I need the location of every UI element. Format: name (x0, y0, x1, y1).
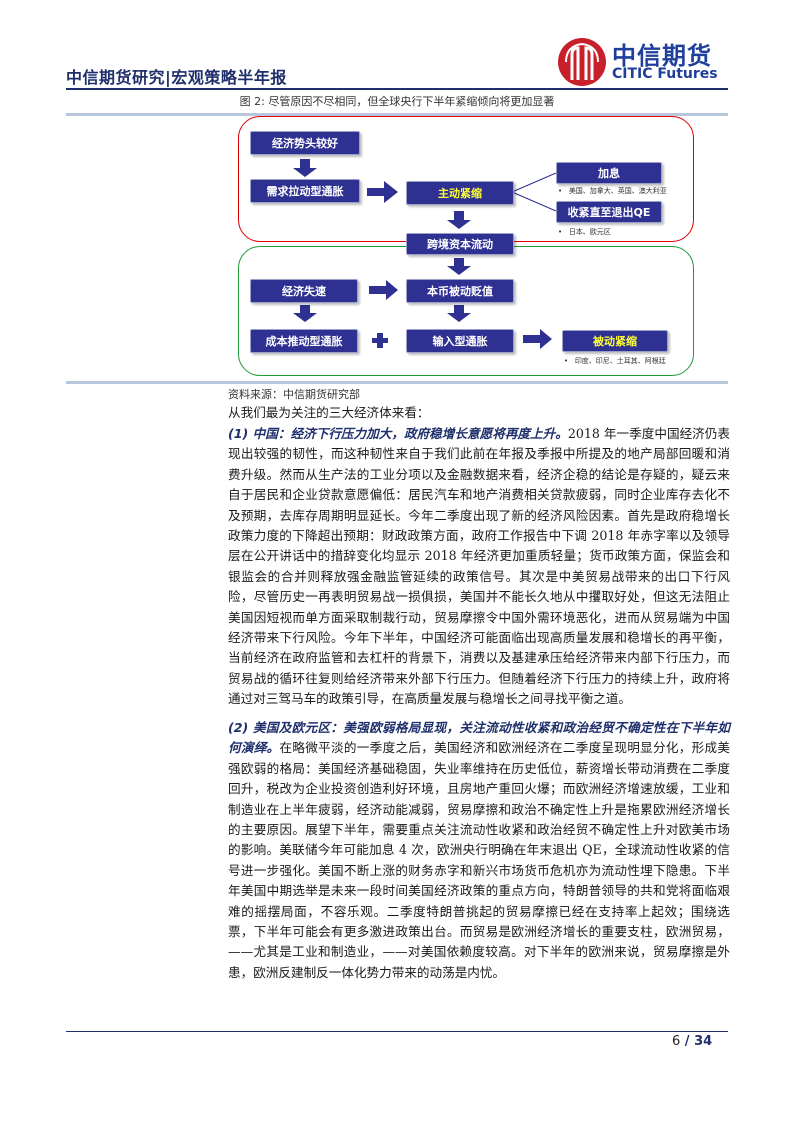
node-imported-inflation: 输入型通胀 (406, 329, 514, 353)
page-current: 6 (672, 1034, 681, 1049)
section-us-eurozone: (2) 美国及欧元区：美强欧弱格局显现，关注流动性收紧和政治经贸不确定性在下半年… (228, 718, 730, 983)
page-total: 34 (694, 1034, 713, 1049)
node-demand-pull-inflation: 需求拉动型通胀 (250, 179, 360, 203)
node-cross-border-capital: 跨境资本流动 (406, 233, 514, 255)
section-us-eurozone-text: 在略微平淡的一季度之后，美国经济和欧洲经济在二季度呈现明显分化，形成美强欧弱的格… (228, 740, 731, 980)
section-china-text: 2018 年一季度中国经济仍表现出较强的韧性，而这种韧性来自于我们此前在年报及季… (228, 426, 730, 707)
section-us-eurozone-heading: (2) 美国及欧元区：美强欧弱格局显现，关注流动性收紧和政治经贸不确定性在下半年… (228, 720, 730, 756)
node-exit-qe: 收紧直至退出QE (556, 201, 662, 223)
passive-tightening-countries: 印度、印尼、土耳其、阿根廷 (574, 357, 666, 365)
exit-qe-countries-note: • 日本、欧元区 (558, 228, 611, 236)
node-currency-depreciation: 本币被动贬值 (406, 279, 514, 303)
section-china-heading: (1) 中国：经济下行压力加大，政府稳增长意愿将再度上升。 (228, 426, 568, 441)
body-intro: 从我们最为关注的三大经济体来看： (228, 405, 430, 420)
node-good-economy: 经济势头较好 (250, 131, 360, 155)
node-rate-hike: 加息 (556, 162, 662, 184)
exit-qe-countries: 日本、欧元区 (568, 228, 611, 236)
figure-source: 资料来源：中信期货研究部 (228, 388, 360, 401)
node-active-tightening: 主动紧缩 (406, 181, 514, 205)
figure-bottom-rule (66, 381, 728, 384)
section-china: (1) 中国：经济下行压力加大，政府稳增长意愿将再度上升。2018 年一季度中国… (228, 424, 730, 710)
report-header-title: 中信期货研究|宏观策略半年报 (66, 68, 287, 87)
logo-chinese-name: 中信期货 (612, 42, 712, 70)
node-passive-tightening: 被动紧缩 (562, 330, 668, 352)
rate-hike-countries: 美国、加拿大、英国、澳大利亚 (568, 187, 667, 195)
page-separator: / (680, 1034, 695, 1049)
page-number: 6 / 34 (672, 1034, 712, 1049)
header-divider (66, 88, 728, 90)
diagram-arrows (293, 159, 557, 349)
node-economic-slowdown: 经济失速 (250, 279, 358, 303)
footer-divider (66, 1031, 728, 1032)
citic-logo-icon (558, 38, 606, 86)
figure-title: 图 2: 尽管原因不尽相同，但全球央行下半年紧缩倾向将更加显著 (239, 95, 555, 108)
logo-english-name: CITIC Futures (612, 66, 718, 82)
node-cost-push-inflation: 成本推动型通胀 (250, 329, 358, 353)
rate-hike-countries-note: • 美国、加拿大、英国、澳大利亚 (558, 187, 667, 195)
passive-tightening-countries-note: • 印度、印尼、土耳其、阿根廷 (564, 357, 666, 365)
figure-top-rule (66, 113, 728, 116)
